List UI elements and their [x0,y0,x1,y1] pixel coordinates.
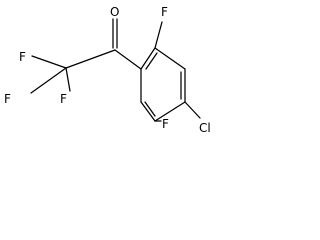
chemical-structure: O F F F F F Cl [4,5,211,135]
ring-bond-1 [140,47,156,70]
ring-bond-4 [154,101,186,122]
fluorine-cf3-top-label: F [19,50,26,64]
oxygen-label: O [110,5,119,19]
carbonyl-ring-bond [114,49,142,70]
cf3-f-left-bond [30,67,67,94]
cf3-f-bottom-bond [65,67,71,92]
ring-bond-5 [140,101,156,122]
fluorine-ring-top-label: F [161,5,168,19]
ring-cl-bond [184,101,201,119]
fluorine-ring-bottom-label: F [162,117,169,131]
ring-f-top-bond [154,21,163,49]
chlorine-label: Cl [199,121,211,135]
atom-labels: O F F F F F Cl [4,5,211,135]
ring-bond-2 [154,47,186,70]
cf3-f-top-bond [31,55,67,69]
fluorine-cf3-bottom-label: F [60,92,67,106]
ring-bond-1-inner [145,52,158,70]
fluorine-cf3-left-label: F [4,92,11,106]
ring-bond-5-inner [144,101,156,117]
bonds [30,18,201,122]
carbonyl-cf3-bond [65,49,116,69]
